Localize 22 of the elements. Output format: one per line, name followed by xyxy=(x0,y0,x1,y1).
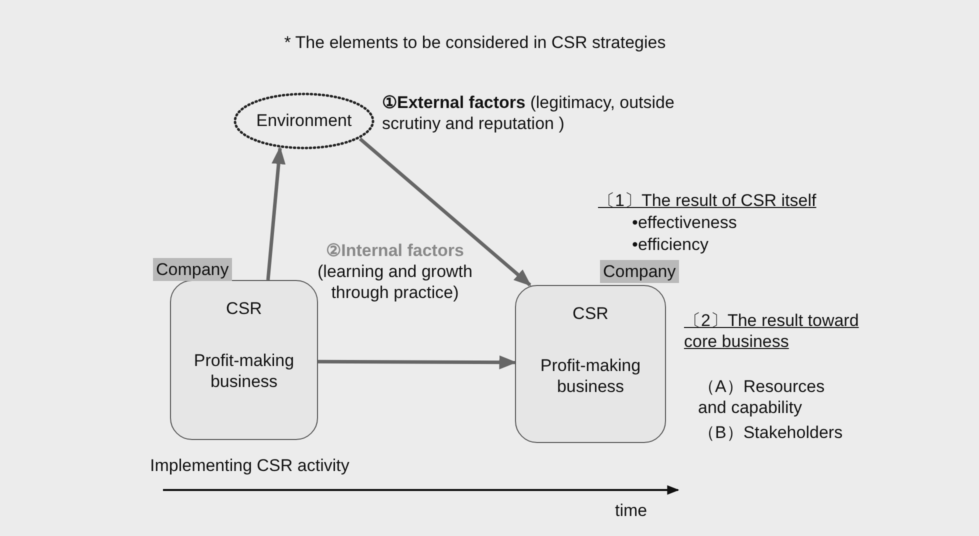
node-label: CSR xyxy=(572,303,610,324)
factor-heading: ②Internal factors xyxy=(325,240,465,261)
tag-label: Company xyxy=(153,258,232,281)
tag-label: Company xyxy=(600,260,679,283)
title: * The elements to be considered in CSR strategies xyxy=(283,32,667,53)
axis-label: time xyxy=(615,500,648,521)
node-label: CSR xyxy=(225,298,263,319)
arrow xyxy=(358,138,532,286)
factor-note: (learning and growth through practice) xyxy=(316,261,474,303)
result-heading: 〔2〕The result toward core business xyxy=(684,310,860,352)
node-label: Environment xyxy=(255,110,353,131)
factor-note: ①External factors (legitimacy, outside scrutiny and reputation ) xyxy=(382,92,676,134)
node-label: Profit-making business xyxy=(192,350,296,392)
result-heading: 〔1〕The result of CSR itself xyxy=(598,190,816,211)
axis-label: Implementing CSR activity xyxy=(150,455,350,476)
bullet-item: •efficiency xyxy=(632,234,709,255)
list-item: （A）Resources and capability xyxy=(698,376,826,418)
node-label: Profit-making business xyxy=(539,355,642,397)
arrow xyxy=(266,146,286,280)
bullet-item: •effectiveness xyxy=(632,212,737,233)
list-item: （B）Stakeholders xyxy=(698,422,843,443)
arrow xyxy=(318,355,517,370)
